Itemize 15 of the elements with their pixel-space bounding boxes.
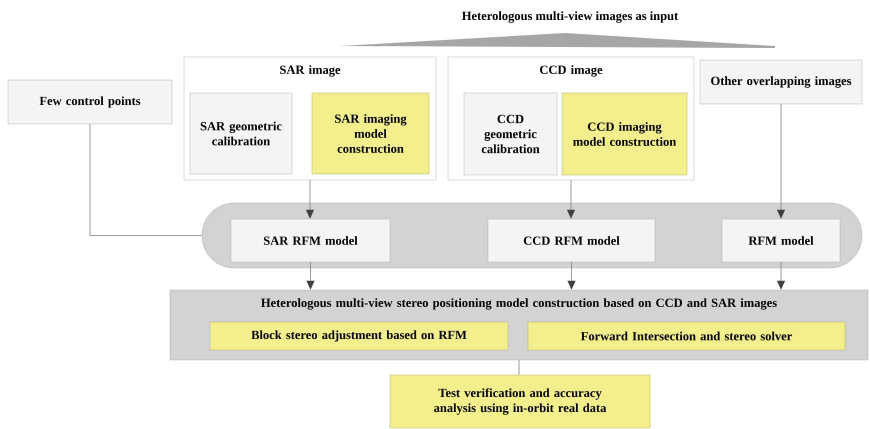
process-box: Other overlapping images <box>700 60 862 104</box>
process-box: CCD geometric calibration <box>464 92 558 176</box>
process-box: RFM model <box>722 218 840 262</box>
highlighted-box: Forward Intersection and stereo solver <box>528 322 846 350</box>
connector-line <box>90 124 202 236</box>
title: Heterologous multi-view images as input <box>462 11 678 23</box>
process-box: SAR geometric calibration <box>190 92 292 174</box>
process-box: SAR RFM model <box>230 218 390 262</box>
highlighted-box: Test verification and accuracy analysis using in-orbit real data <box>390 374 650 428</box>
highlighted-box: Block stereo adjustment based on RFM <box>210 322 508 350</box>
highlighted-box: SAR imaging model construction <box>312 92 430 174</box>
process-box: CCD RFM model <box>488 218 656 262</box>
connector-line <box>518 360 520 376</box>
process-box: Few control points <box>8 80 172 124</box>
highlighted-box: CCD imaging model construction <box>562 92 688 176</box>
